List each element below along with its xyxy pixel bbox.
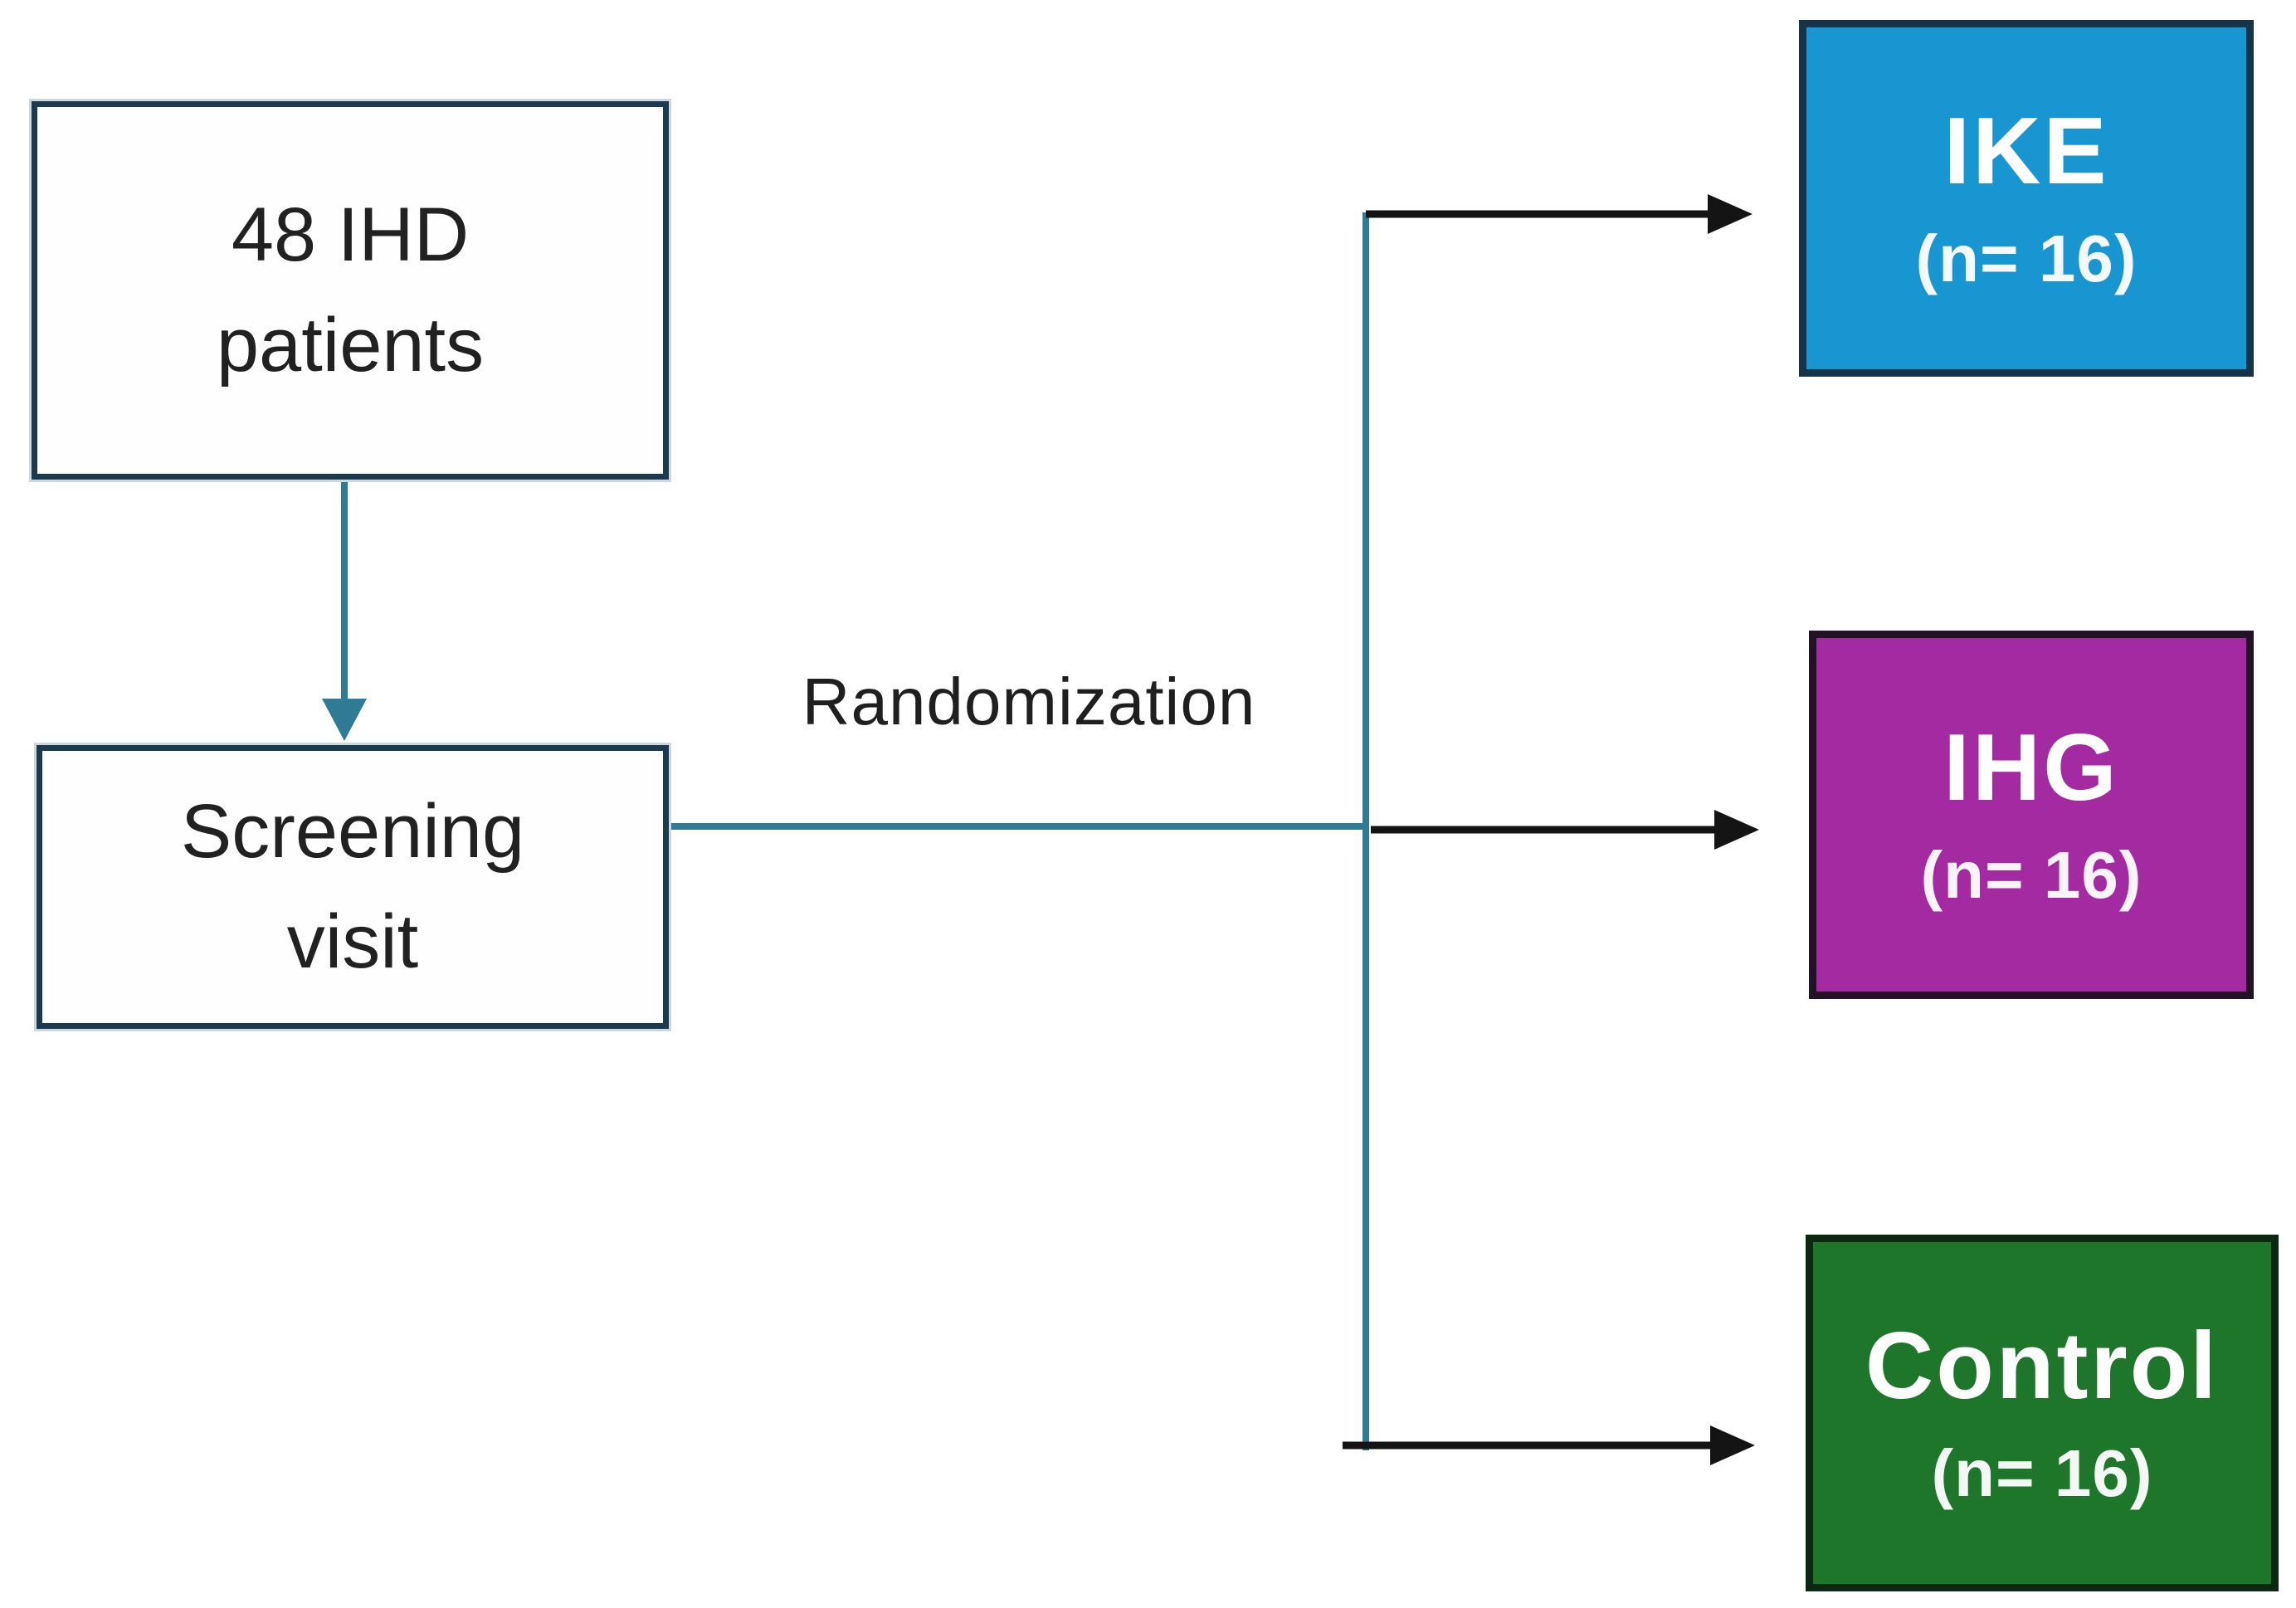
node-group-ihg: IHG (n= 16) [1809,631,2254,999]
arrow-to-ike [1366,194,1752,234]
arrow-to-ihg [1371,810,1759,850]
node-group-control: Control (n= 16) [1806,1235,2279,1591]
arrow-patients-to-screening [322,481,367,741]
group-control-name: Control [1865,1313,2220,1420]
group-control-n: (n= 16) [1931,1435,2153,1510]
node-ihd-patients-line1: 48 IHD [231,192,470,277]
node-screening-visit-line2: visit [286,899,419,984]
group-ihg-name: IHG [1943,715,2119,821]
node-ihd-patients-line2: patients [216,303,485,387]
node-screening-visit: Screening visit [37,745,669,1029]
group-ike-n: (n= 16) [1915,221,2138,295]
arrow-to-control [1343,1425,1755,1465]
node-ihd-patients: 48 IHD patients [32,101,669,480]
node-group-ike: IKE (n= 16) [1799,20,2254,377]
group-ike-name: IKE [1943,99,2109,205]
group-ihg-n: (n= 16) [1920,837,2142,912]
randomization-label: Randomization [802,665,1256,738]
node-screening-visit-line1: Screening [180,788,525,874]
